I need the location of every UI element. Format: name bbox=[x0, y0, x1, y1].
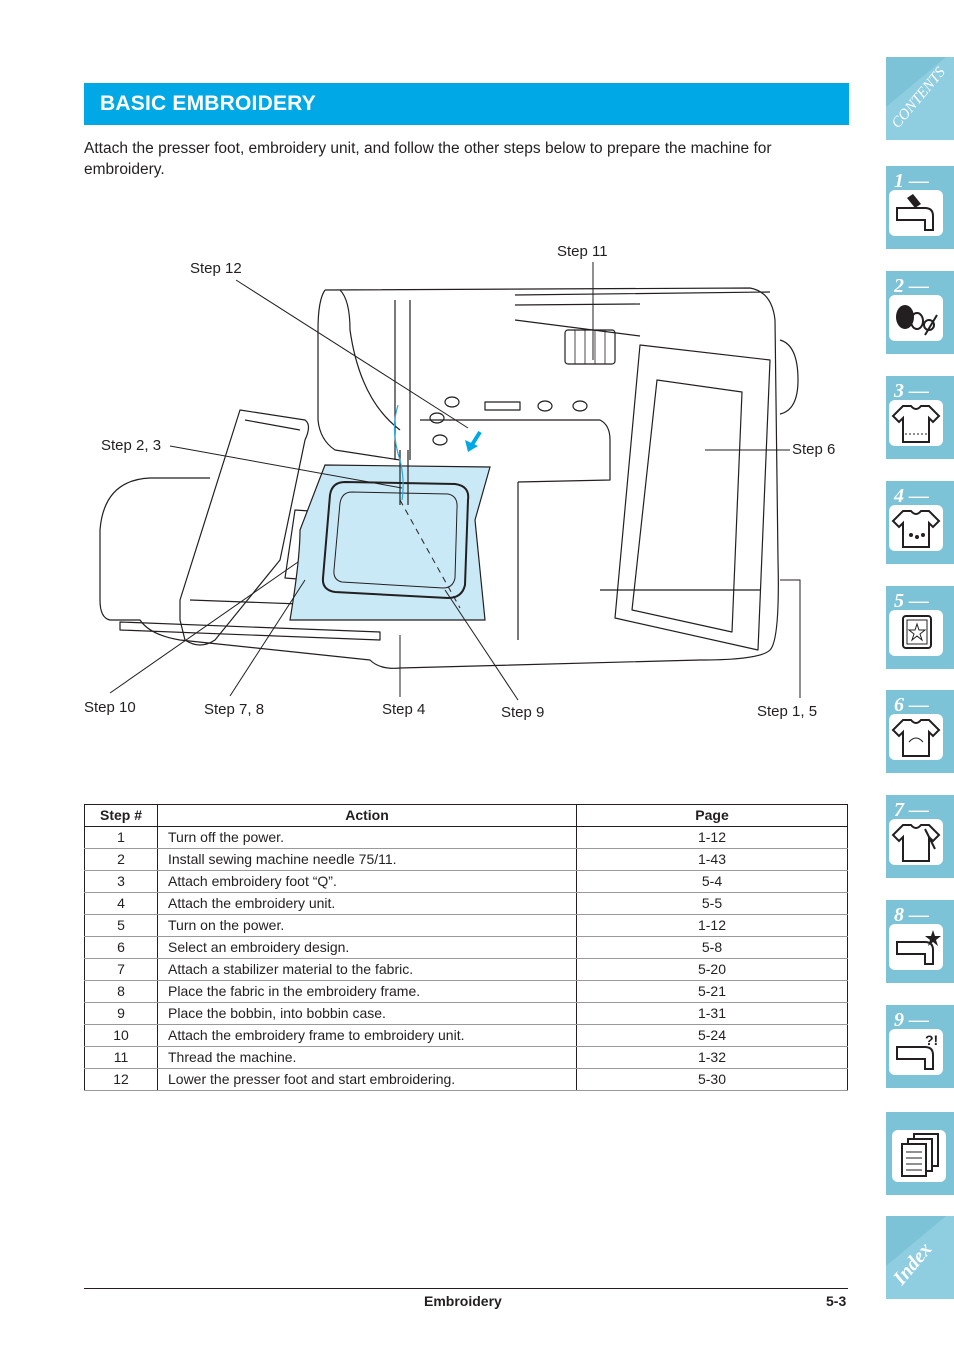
footer-rule bbox=[84, 1288, 848, 1289]
machine-diagram: Step 12 Step 11 Step 2, 3 Step 6 Step 10… bbox=[84, 243, 835, 721]
label-step-4: Step 4 bbox=[382, 701, 425, 718]
thread-spools-scissors-icon bbox=[889, 295, 943, 341]
section-header-bar: BASIC EMBROIDERY bbox=[84, 83, 849, 125]
label-step-7-8: Step 7, 8 bbox=[204, 701, 264, 718]
lcd-panel-frame bbox=[614, 344, 771, 651]
fabric-hoop bbox=[289, 464, 491, 621]
header-action: Action bbox=[157, 804, 577, 827]
label-step-9: Step 9 bbox=[501, 704, 544, 721]
tab-chapter-1[interactable]: 1 — bbox=[886, 166, 954, 249]
sewing-machine-sparkle-icon bbox=[889, 924, 943, 970]
label-step-12: Step 12 bbox=[190, 260, 242, 277]
embroidery-frame-icon bbox=[889, 610, 943, 656]
tab-chapter-7[interactable]: 7 — bbox=[886, 795, 954, 878]
label-step-10: Step 10 bbox=[84, 699, 136, 716]
svg-text:?!: ?! bbox=[925, 1032, 938, 1048]
label-step-11: Step 11 bbox=[557, 243, 608, 260]
tab-chapter-6[interactable]: 6 — bbox=[886, 690, 954, 773]
shirt-design-icon bbox=[889, 714, 943, 760]
tab-chapter-9[interactable]: 9 — ?! bbox=[886, 1005, 954, 1088]
documents-icon bbox=[892, 1130, 946, 1182]
footer-page-number: 5-3 bbox=[826, 1293, 847, 1309]
tab-chapter-3[interactable]: 3 — bbox=[886, 376, 954, 459]
section-title: BASIC EMBROIDERY bbox=[100, 92, 316, 115]
shirt-tools-icon bbox=[889, 819, 943, 865]
embroidery-frame bbox=[321, 480, 470, 600]
machine-body-outline bbox=[99, 287, 779, 669]
header-page: Page bbox=[576, 804, 848, 827]
lcd-screen bbox=[631, 379, 743, 633]
intro-paragraph: Attach the presser foot, embroidery unit… bbox=[84, 140, 772, 178]
shirt-stitch-icon bbox=[889, 400, 943, 446]
tab-index[interactable]: Index bbox=[886, 1216, 954, 1299]
sewing-machine-hand-icon bbox=[889, 190, 943, 236]
tab-chapter-4[interactable]: 4 — bbox=[886, 481, 954, 564]
label-step-2-3: Step 2, 3 bbox=[101, 437, 161, 454]
label-step-1-5: Step 1, 5 bbox=[757, 703, 817, 720]
tab-chapter-2[interactable]: 2 — bbox=[886, 271, 954, 354]
tab-contents[interactable]: CONTENTS bbox=[886, 57, 954, 140]
embroidery-unit bbox=[179, 409, 310, 646]
sewing-machine-question-icon: ?! bbox=[889, 1029, 943, 1075]
header-step: Step # bbox=[84, 804, 158, 827]
shirt-abc-icon bbox=[889, 505, 943, 551]
tab-documents[interactable] bbox=[886, 1112, 954, 1195]
thread-spool bbox=[564, 329, 616, 365]
tab-chapter-8[interactable]: 8 — bbox=[886, 900, 954, 983]
tab-chapter-5[interactable]: 5 — bbox=[886, 586, 954, 669]
label-step-6: Step 6 bbox=[792, 441, 835, 458]
footer-chapter-title: Embroidery bbox=[424, 1293, 502, 1309]
